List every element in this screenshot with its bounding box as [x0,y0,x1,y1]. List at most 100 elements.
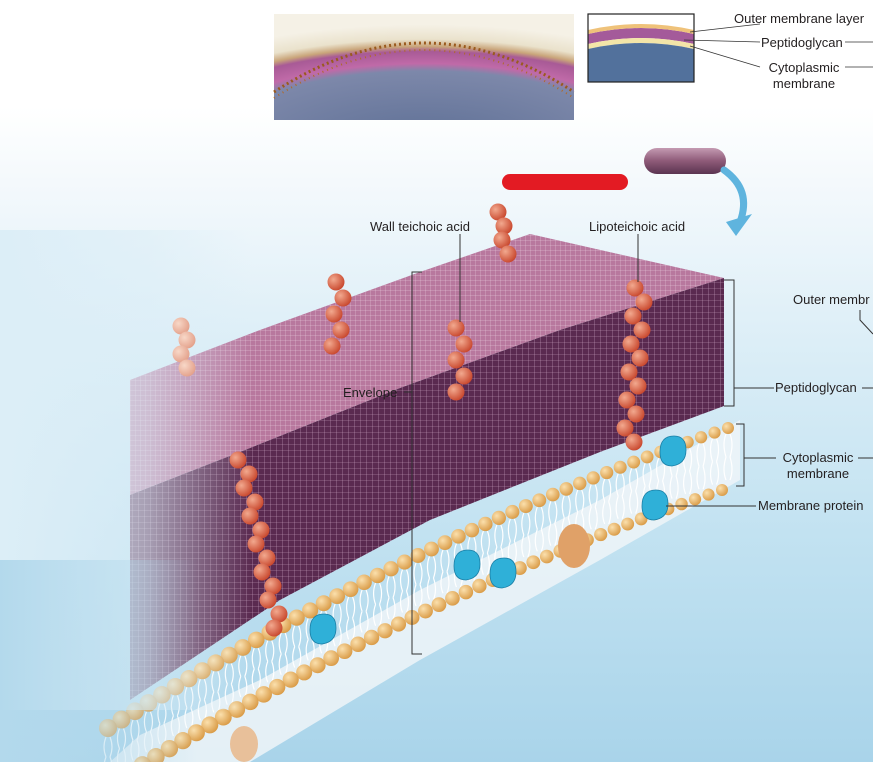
membrane-protein [453,549,481,581]
teichoic-bead [247,535,265,553]
lipid-head [472,578,487,594]
teichoic-bead [235,479,253,497]
lipid-head [594,527,608,542]
lipid-head [491,510,506,526]
lipid-head [532,493,547,508]
membrane-protein [558,524,590,568]
lipid-head [627,455,641,469]
lipid-head [545,487,560,502]
teichoic-bead [327,273,345,291]
outer-membrane-label: Outer membr [793,292,870,307]
membrane-protein [641,489,669,521]
cytoplasmic-membrane-bracket [736,423,873,487]
lipid-head [675,497,688,511]
membrane-protein [489,557,517,589]
cytoplasmic-line1: Cytoplasmic [782,450,854,465]
lipoteichoic-acid-label: Lipoteichoic acid [589,219,686,234]
lipid-head [424,541,439,557]
lipid-head [688,493,702,506]
teichoic-bead [620,363,638,381]
teichoic-bead [499,245,517,263]
teichoic-bead [631,349,649,367]
lipid-head [539,549,554,564]
cytoplasmic-membrane-label: Cytoplasmic membrane [776,450,860,482]
teichoic-bead [627,405,645,423]
inset-cytoplasmic-line1: Cytoplasmic [768,60,840,75]
lipid-head [573,476,587,491]
teichoic-bead [332,321,350,339]
teichoic-bead [172,317,190,335]
lipid-head [505,504,520,519]
wall-teichoic-acid-label: Wall teichoic acid [370,219,470,234]
teichoic-acid-chains [172,203,653,637]
inset-cytoplasmic-line2: membrane [772,76,836,91]
teichoic-bead [618,391,636,409]
teichoic-bead [624,307,642,325]
lipid-head [613,460,627,474]
lipid-head [716,484,728,496]
layer-cross-section-diagram [587,13,873,83]
micrograph-image [273,14,575,120]
lipid-head [418,603,433,619]
lipid-head [458,584,474,600]
envelope-label: Envelope [343,385,398,400]
peptidoglycan-bracket [724,279,873,407]
teichoic-bead [622,335,640,353]
lipid-head [518,499,533,514]
lipid-head [526,555,541,570]
redaction-bar [502,174,628,190]
membrane-protein [659,435,687,467]
teichoic-bead [629,377,647,395]
teichoic-bead [447,319,465,337]
teichoic-bead [493,231,511,249]
teichoic-bead [178,359,196,377]
teichoic-bead [633,321,651,339]
inset-outer-membrane-layer-label: Outer membrane layer [734,11,865,26]
teichoic-bead [447,383,465,401]
teichoic-bead [325,305,343,323]
lipid-head [586,471,600,485]
outer-membrane-leader [859,310,873,335]
peptidoglycan-label: Peptidoglycan [775,380,857,395]
teichoic-bead [252,521,270,539]
teichoic-bead [455,335,473,353]
lipid-head [464,522,480,538]
teichoic-bead [455,367,473,385]
teichoic-bead [635,293,653,311]
lipid-head [722,422,734,434]
lipid-head [451,529,466,544]
rod-bacterium-icon [644,148,726,174]
teichoic-bead [178,331,196,349]
teichoic-bead [447,351,465,369]
lipid-head [640,450,654,464]
lipid-head [607,522,621,536]
curved-arrow-icon [720,166,752,236]
inset-peptidoglycan-label: Peptidoglycan [761,35,843,50]
lipid-head [445,591,460,606]
teichoic-bead [323,337,341,355]
teichoic-bead [241,507,259,525]
envelope-bracket [404,271,422,655]
teichoic-bead [626,279,644,297]
teichoic-bead [489,203,507,221]
membrane-protein-label: Membrane protein [758,498,864,513]
cytoplasmic-line2: membrane [786,466,850,481]
lipid-head [431,597,447,612]
teichoic-bead [616,419,634,437]
teichoic-bead [334,289,352,307]
lipid-head [478,516,493,532]
lipid-head [694,431,708,444]
lipid-head [437,535,453,550]
lipid-head [600,465,614,480]
lipid-head [708,426,721,439]
teichoic-bead [246,493,264,511]
inset-cytoplasmic-membrane-label: Cytoplasmic membrane [762,60,846,92]
teichoic-bead [495,217,513,235]
lipid-head [702,488,715,501]
lipid-head [621,517,635,531]
teichoic-bead [625,433,643,451]
lipid-head [559,482,574,496]
teichoic-bead [240,465,258,483]
teichoic-bead [229,451,247,469]
